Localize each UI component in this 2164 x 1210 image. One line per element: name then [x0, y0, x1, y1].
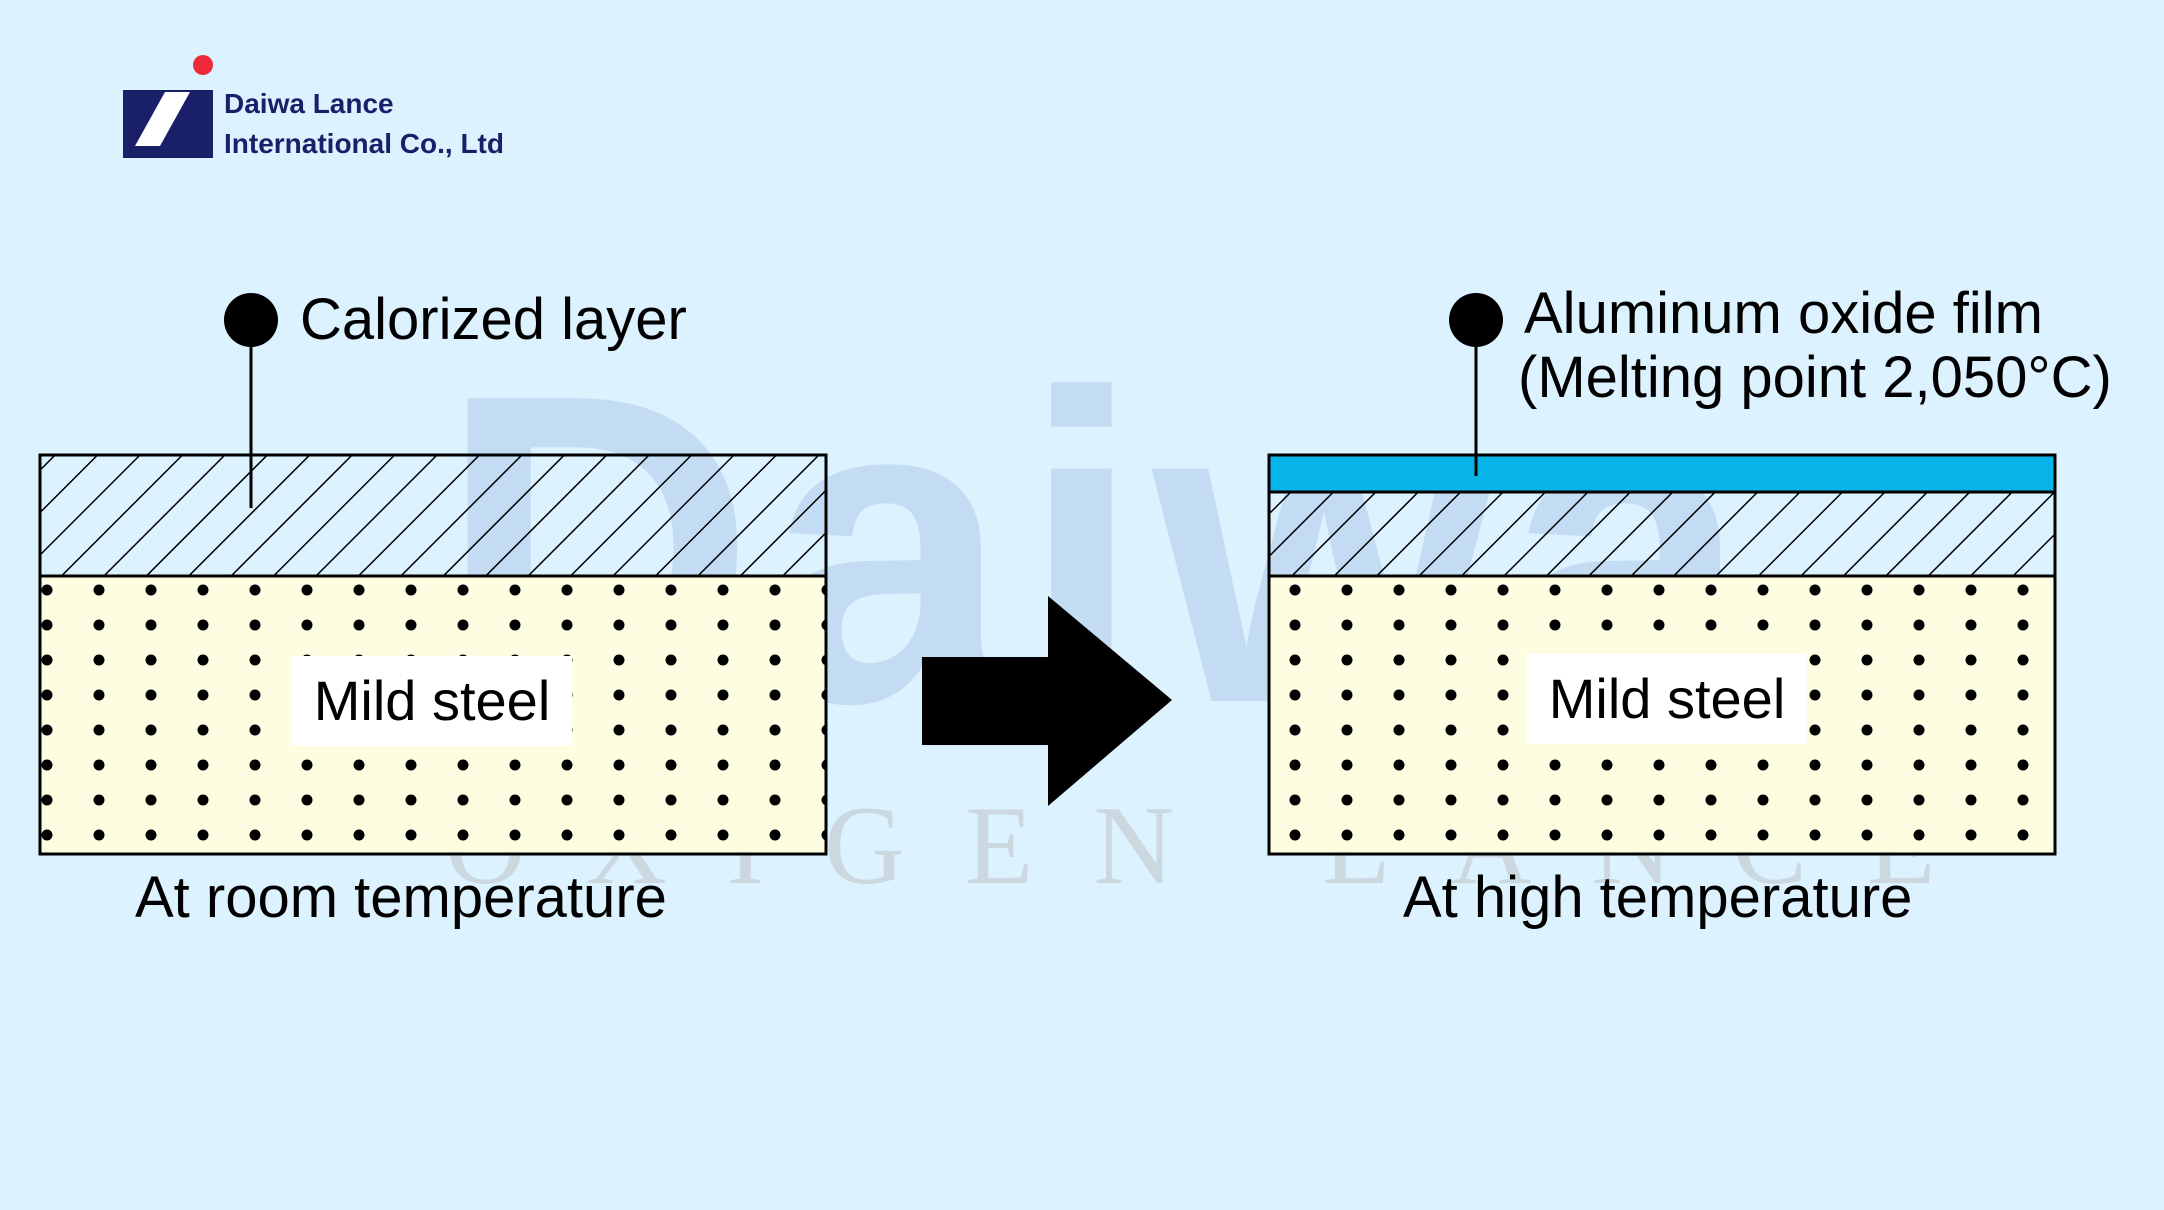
left-callout-dot-icon	[224, 293, 278, 347]
logo-dot	[193, 55, 213, 75]
oxide-film-label-line2: (Melting point 2,050°C)	[1518, 345, 2112, 410]
high-temperature-caption: At high temperature	[1403, 865, 1913, 930]
right-calorized-layer	[1269, 492, 2055, 576]
oxide-film-layer	[1269, 455, 2055, 492]
oxide-film-label-line1: Aluminum oxide film	[1524, 281, 2043, 346]
company-name-line2: International Co., Ltd	[224, 128, 504, 159]
room-temperature-caption: At room temperature	[135, 865, 667, 930]
right-mild-steel-label: Mild steel	[1527, 654, 1807, 744]
left-mild-steel-label: Mild steel	[292, 656, 572, 746]
right-panel	[1267, 293, 2057, 856]
left-calorized-layer	[40, 455, 826, 576]
right-arrow-icon	[922, 596, 1172, 806]
right-panel-outline	[1267, 453, 2057, 856]
right-callout-dot-icon	[1449, 293, 1503, 347]
company-logo-icon	[123, 55, 213, 158]
left-panel-outline	[38, 453, 828, 856]
company-name: Daiwa Lance International Co., Ltd	[224, 84, 504, 164]
calorized-layer-label: Calorized layer	[300, 287, 687, 352]
logo-slash	[135, 92, 190, 146]
left-panel	[38, 293, 828, 856]
company-name-line1: Daiwa Lance	[224, 88, 394, 119]
